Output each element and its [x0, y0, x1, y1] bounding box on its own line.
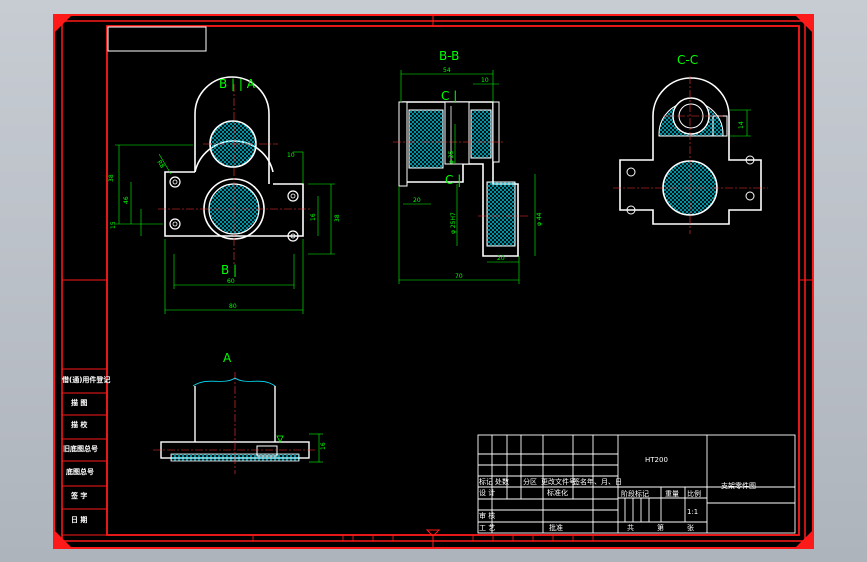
cad-drawing-viewport[interactable]: 38 46 15 10 38 16 60 80 R8 B | | A B | — [53, 14, 814, 549]
front-view-cut-label: B | — [221, 263, 237, 277]
section-bb-view: 54 10 φ 25 20 70 20 φ 25H7 φ 44 B-B C | … — [393, 49, 543, 284]
label-sheet-no: 第 — [657, 523, 664, 532]
label-scale: 比例 — [687, 489, 701, 498]
header-change-doc: 更改文件号 — [541, 477, 576, 486]
dim-15: 15 — [110, 221, 117, 229]
dim-46: 46 — [123, 196, 130, 204]
label-sheets-total: 共 — [627, 523, 634, 532]
scale-value: 1:1 — [687, 508, 698, 516]
header-date: 年、月、日 — [587, 477, 622, 486]
dim-phi44: φ 44 — [536, 212, 543, 226]
dim-70: 70 — [455, 273, 463, 280]
dim-16: 16 — [310, 213, 317, 221]
header-mark: 标记 — [479, 477, 493, 486]
dim-phi25h7: φ 25H7 — [450, 212, 457, 234]
dim-20-left: 20 — [413, 197, 421, 204]
front-view: 38 46 15 10 38 16 60 80 R8 B | | A B | — [108, 76, 341, 314]
section-cc-view: 14 C-C — [613, 53, 768, 234]
partial-view-a: 16 A — [153, 351, 327, 474]
dim-60: 60 — [227, 278, 235, 285]
side-row-trace: 描 图 — [71, 398, 87, 407]
label-review: 审 核 — [479, 511, 495, 520]
partial-view-label: A — [223, 351, 232, 365]
label-weight: 重量 — [665, 490, 679, 498]
front-view-label: B | | A — [219, 77, 256, 91]
title-block: HT200 支架零件图 标记 处数 分区 更改文件号 签名 年、月、日 设 计 … — [477, 434, 796, 534]
side-row-old-base: 旧底图总号 — [63, 444, 98, 453]
side-row-sign: 签 字 — [70, 491, 87, 500]
drawing-name: 支架零件图 — [721, 481, 756, 490]
drawing-number-box — [107, 26, 207, 52]
drawing-canvas: 38 46 15 10 38 16 60 80 R8 B | | A B | — [53, 14, 814, 549]
label-approve: 批准 — [549, 523, 563, 532]
drawing-frame — [53, 14, 814, 549]
label-design: 设 计 — [479, 488, 495, 497]
header-zone: 分区 — [523, 477, 537, 486]
label-process: 工 艺 — [479, 524, 495, 532]
dim-54: 54 — [443, 67, 451, 74]
label-standardize: 标准化 — [547, 488, 568, 497]
dim-38-left: 38 — [108, 174, 115, 182]
side-row-date: 日 期 — [71, 515, 87, 524]
dim-38-right: 38 — [334, 214, 341, 222]
dim-20-right: 20 — [497, 255, 505, 262]
cut-label-c-top: C | — [441, 89, 457, 103]
section-bb-label: B-B — [439, 49, 459, 63]
dim-phi25: φ 25 — [448, 150, 455, 164]
section-cc-label: C-C — [677, 53, 698, 67]
dim-r8: R8 — [155, 159, 165, 170]
cut-label-c-bottom: C | — [445, 173, 461, 187]
dim-10: 10 — [287, 152, 295, 159]
material-code: HT200 — [645, 456, 668, 464]
dim-80: 80 — [229, 303, 237, 310]
dim-10-bb: 10 — [481, 77, 489, 84]
side-row-base: 底图总号 — [66, 467, 94, 476]
side-row-trace-check: 描 校 — [71, 420, 88, 429]
side-row-register: 借(通)用件登记 — [61, 375, 110, 384]
side-registration-table: 借(通)用件登记 描 图 描 校 旧底图总号 底图总号 签 字 日 期 — [61, 368, 110, 536]
label-sheet-unit: 张 — [687, 523, 694, 532]
dim-16-a: 16 — [320, 442, 327, 450]
label-stage-mark: 阶段标记 — [621, 489, 649, 498]
header-sign: 签名 — [573, 477, 587, 486]
dim-14: 14 — [738, 121, 745, 129]
header-count: 处数 — [495, 477, 509, 486]
